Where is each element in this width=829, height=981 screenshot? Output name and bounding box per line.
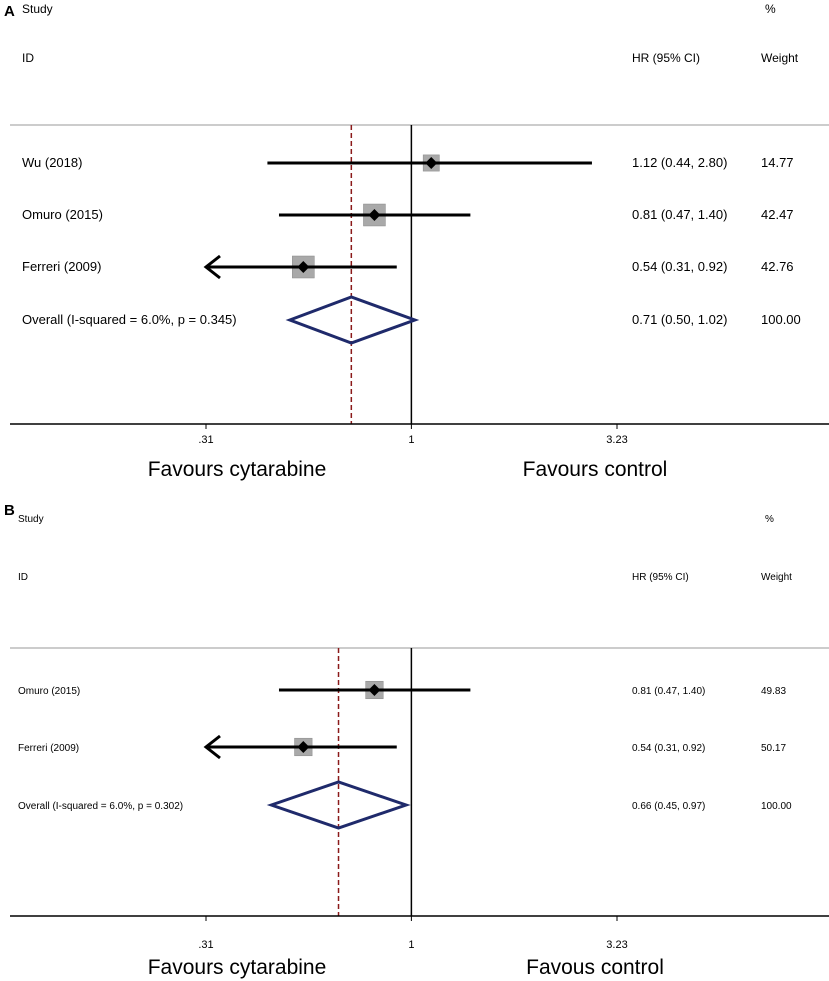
study-name: Ferreri (2009) <box>22 259 101 274</box>
header-percent: % <box>765 514 774 525</box>
favours-left-label: Favours cytarabine <box>148 458 327 481</box>
overall-name: Overall (I-squared = 6.0%, p = 0.345) <box>22 312 237 327</box>
study-row: Wu (2018) 1.12 (0.44, 2.80) 14.77 <box>22 154 794 172</box>
overall-ci-text: 0.66 (0.45, 0.97) <box>632 801 705 812</box>
point-estimate <box>368 684 381 696</box>
overall-diamond <box>266 780 411 830</box>
favours-right-label: Favous control <box>526 956 664 979</box>
study-name: Wu (2018) <box>22 155 82 170</box>
header-effect: HR (95% CI) <box>632 51 700 65</box>
study-name: Omuro (2015) <box>18 686 80 697</box>
x-tick-label: .31 <box>198 939 213 951</box>
overall-row: Overall (I-squared = 6.0%, p = 0.302) 0.6… <box>18 780 792 830</box>
overall-weight-text: 100.00 <box>761 801 792 812</box>
point-estimate <box>297 261 310 273</box>
study-ci-text: 0.54 (0.31, 0.92) <box>632 259 727 274</box>
study-row: Ferreri (2009) 0.54 (0.31, 0.92) 50.17 <box>18 734 786 760</box>
point-estimate <box>425 157 438 169</box>
x-tick-label: .31 <box>198 434 213 446</box>
header-id: ID <box>18 572 28 583</box>
overall-row: Overall (I-squared = 6.0%, p = 0.345) 0.7… <box>22 295 801 345</box>
study-weight-text: 42.47 <box>761 207 794 222</box>
study-row: Omuro (2015) 0.81 (0.47, 1.40) 49.83 <box>18 680 786 700</box>
header-effect: HR (95% CI) <box>632 572 689 583</box>
x-tick-label: 1 <box>408 434 414 446</box>
study-weight-text: 49.83 <box>761 686 786 697</box>
point-estimate <box>297 741 310 753</box>
header-weight: Weight <box>761 51 799 65</box>
overall-weight-text: 100.00 <box>761 312 801 327</box>
panel-letter: A <box>4 3 15 20</box>
study-name: Ferreri (2009) <box>18 743 79 754</box>
study-ci-text: 0.81 (0.47, 1.40) <box>632 207 727 222</box>
study-ci-text: 0.54 (0.31, 0.92) <box>632 743 705 754</box>
x-tick-label: 1 <box>408 939 414 951</box>
header-study: Study <box>18 514 44 525</box>
favours-right-label: Favours control <box>523 458 668 481</box>
favours-left-label: Favours cytarabine <box>148 956 327 979</box>
study-weight-text: 42.76 <box>761 259 794 274</box>
point-estimate <box>368 209 381 221</box>
study-weight-text: 50.17 <box>761 743 786 754</box>
panel-letter: B <box>4 502 15 519</box>
overall-name: Overall (I-squared = 6.0%, p = 0.302) <box>18 801 183 812</box>
study-weight-text: 14.77 <box>761 155 794 170</box>
study-row: Ferreri (2009) 0.54 (0.31, 0.92) 42.76 <box>22 254 794 280</box>
header-weight: Weight <box>761 572 792 583</box>
header-percent: % <box>765 2 776 16</box>
overall-diamond <box>285 295 420 345</box>
header-study: Study <box>22 2 53 16</box>
overall-ci-text: 0.71 (0.50, 1.02) <box>632 312 727 327</box>
x-tick-label: 3.23 <box>606 434 627 446</box>
x-tick-label: 3.23 <box>606 939 627 951</box>
header-id: ID <box>22 51 34 65</box>
ci-arrow-left <box>203 734 221 760</box>
study-row: Omuro (2015) 0.81 (0.47, 1.40) 42.47 <box>22 203 794 227</box>
ci-arrow-left <box>203 254 221 280</box>
study-ci-text: 0.81 (0.47, 1.40) <box>632 686 705 697</box>
study-name: Omuro (2015) <box>22 207 103 222</box>
study-ci-text: 1.12 (0.44, 2.80) <box>632 155 727 170</box>
